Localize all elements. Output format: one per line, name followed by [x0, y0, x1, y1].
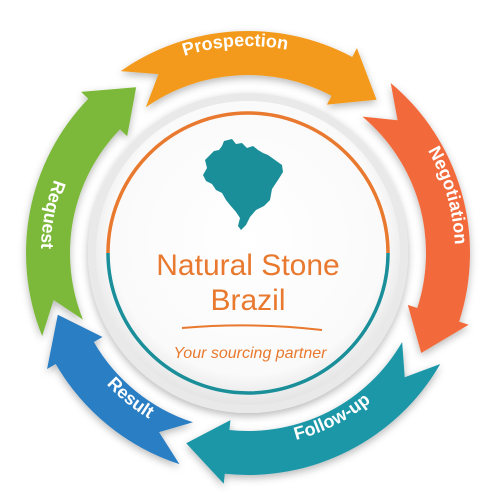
cycle-arrows	[26, 30, 470, 484]
brand-name-line1: Natural Stone	[156, 249, 339, 282]
brand-tagline: Your sourcing partner	[174, 345, 328, 362]
center-disc	[88, 93, 408, 413]
arrow-negotiation	[362, 82, 470, 353]
brazil-map-icon	[203, 139, 283, 230]
arrow-follow-up	[186, 342, 441, 484]
arrow-prospection	[120, 30, 377, 108]
brand-underline	[181, 324, 323, 331]
brand-name-line2: Brazil	[210, 284, 285, 317]
arrow-result	[47, 314, 193, 465]
arrow-request	[26, 87, 137, 337]
